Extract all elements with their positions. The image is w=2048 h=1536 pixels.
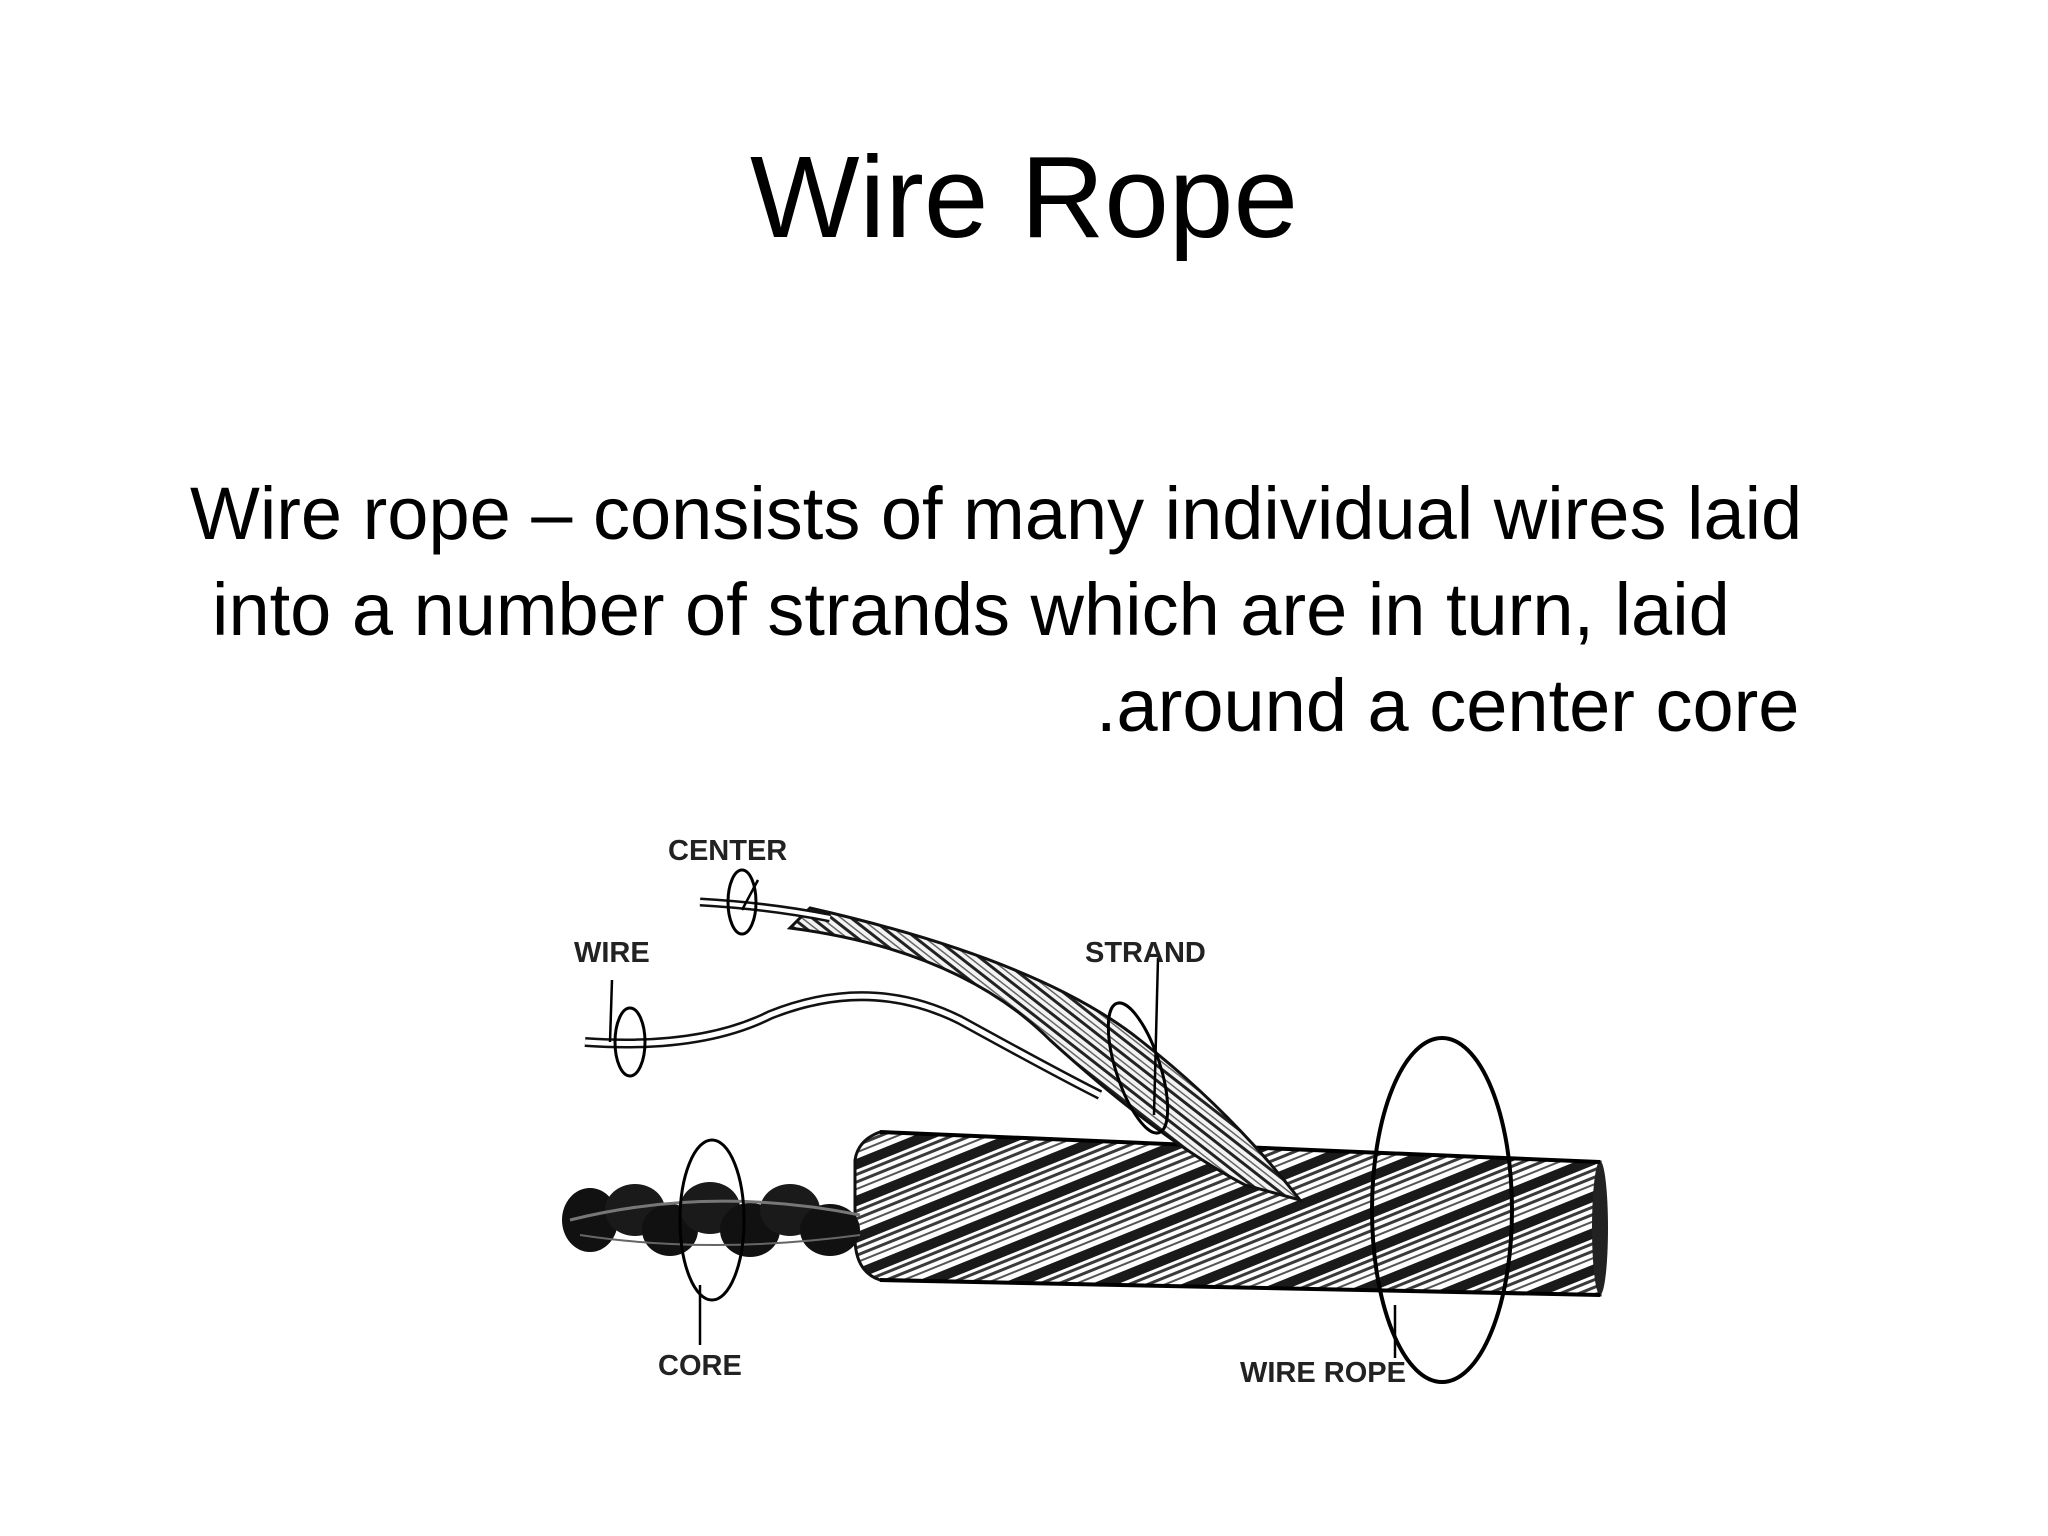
strand <box>786 906 1304 1203</box>
label-core: CORE <box>658 1350 742 1382</box>
body-text-line-3: .around a center core <box>1096 664 1800 747</box>
slide-title: Wire Rope <box>750 132 1298 262</box>
body-text-line-1: Wire rope – consists of many individual … <box>190 472 1803 555</box>
body-text-line-2: into a number of strands which are in tu… <box>212 568 1730 651</box>
label-center: CENTER <box>668 835 787 867</box>
single-wire <box>584 991 1103 1100</box>
center-wire <box>699 868 831 936</box>
label-wire-rope: WIRE ROPE <box>1240 1357 1406 1389</box>
wire-rope-cross-section-ring <box>1370 1036 1514 1384</box>
label-wire: WIRE <box>574 937 650 969</box>
wire-rope-body <box>853 1130 1608 1297</box>
label-strand: STRAND <box>1085 937 1206 969</box>
core-fiber <box>562 1138 861 1302</box>
wire-rope-diagram: CENTER WIRE STRAND CORE WIRE ROPE <box>562 835 1608 1389</box>
